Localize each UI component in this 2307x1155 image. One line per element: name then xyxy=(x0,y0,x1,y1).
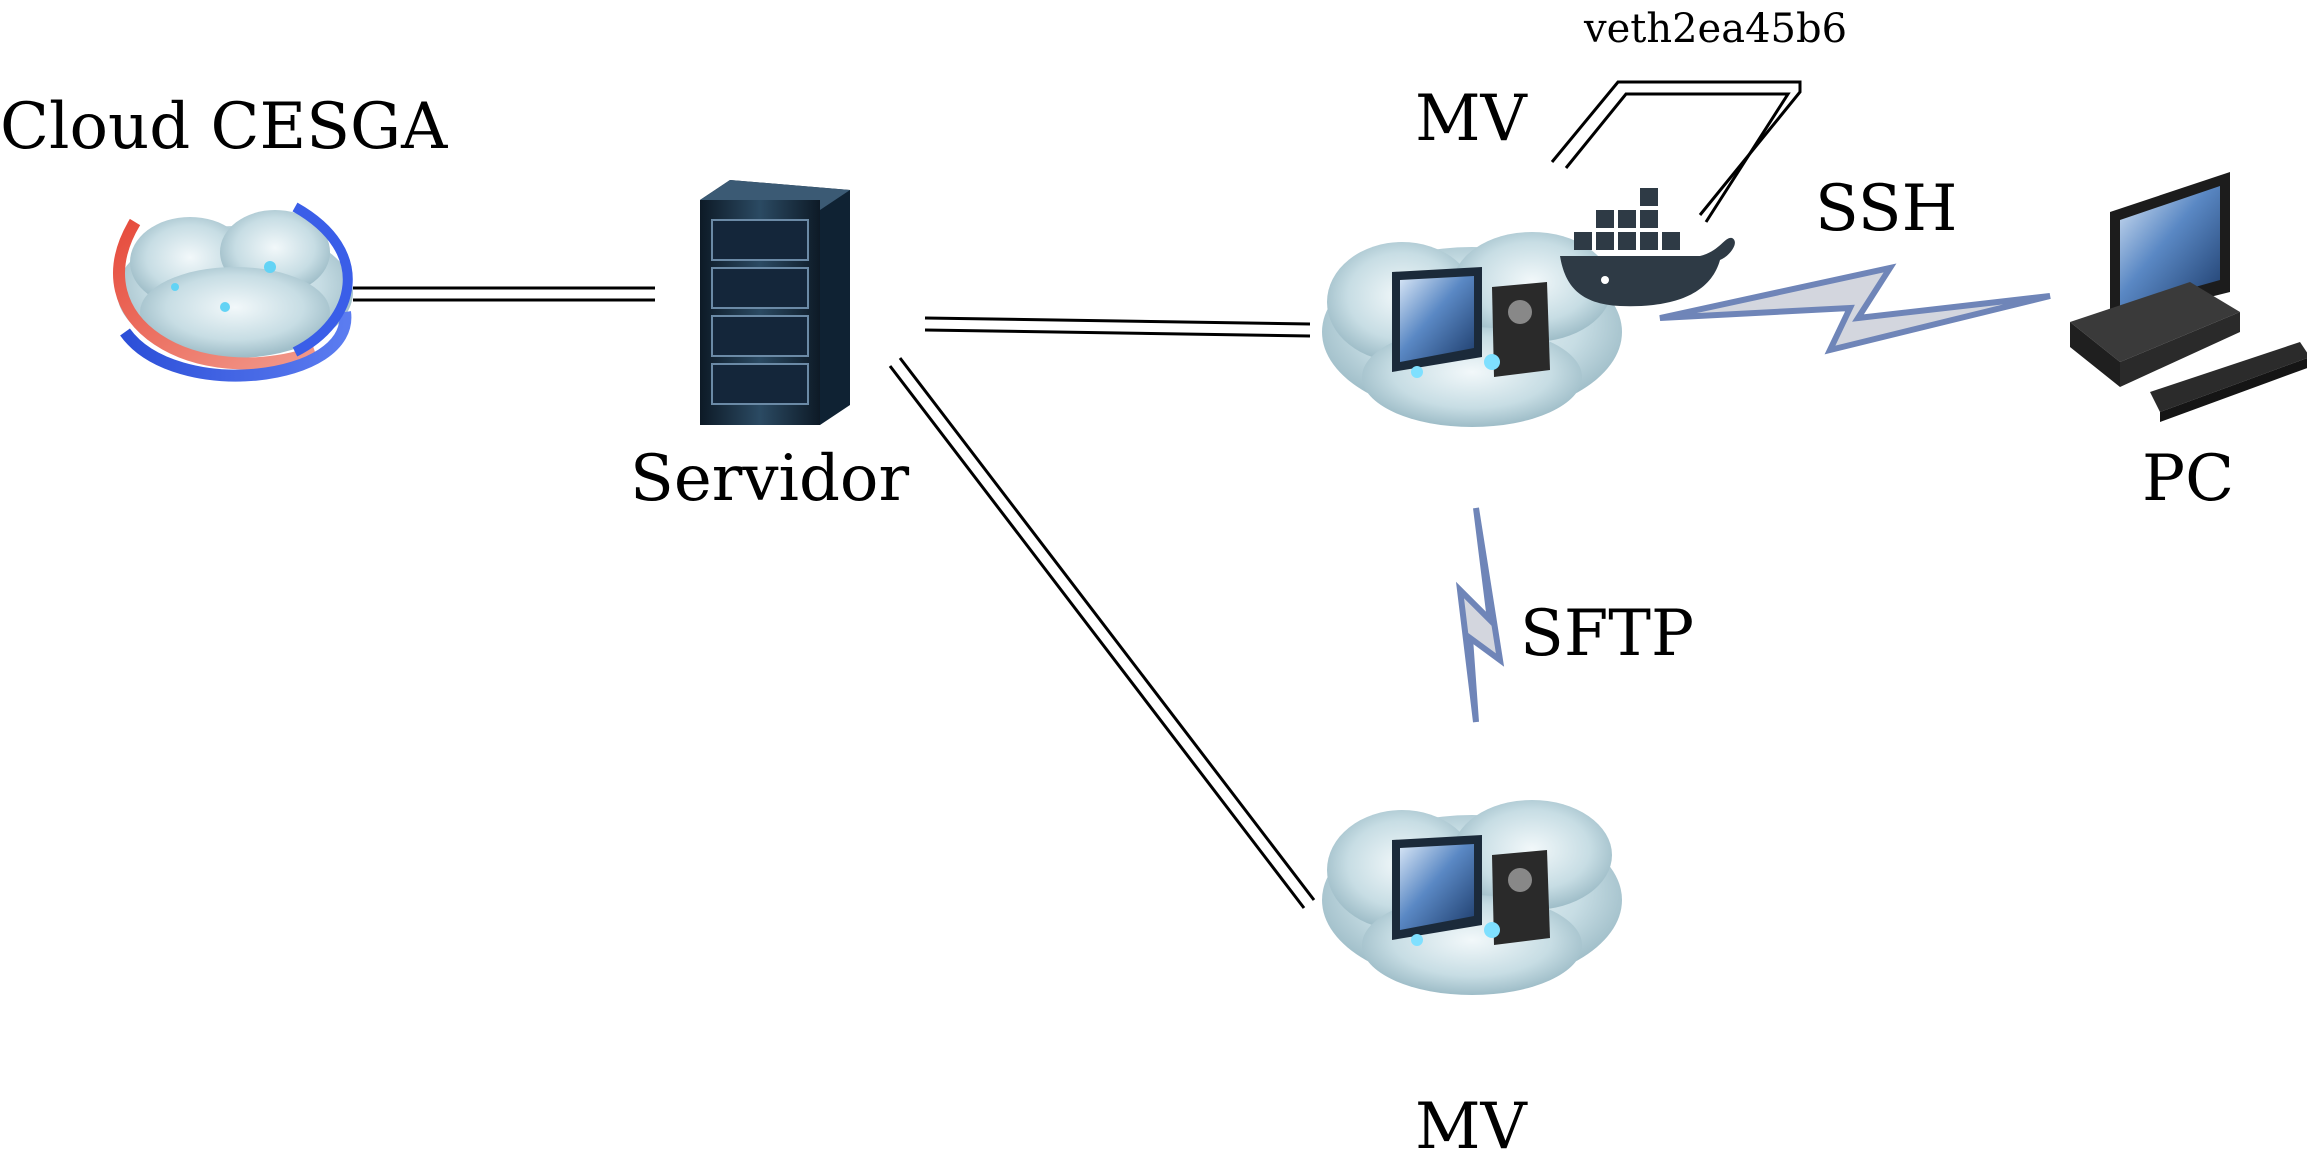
server-rack-icon xyxy=(700,180,850,425)
ssh-lightning-icon xyxy=(1659,263,2051,355)
vm-top-label: MV xyxy=(1415,82,1529,156)
ssh-label: SSH xyxy=(1815,172,1957,246)
vm-bottom-icon xyxy=(1322,800,1622,995)
docker-whale-icon xyxy=(1560,188,1735,307)
vm-bottom-label: MV xyxy=(1415,1090,1529,1155)
vm-top-icon xyxy=(1322,232,1622,427)
desktop-computer-icon xyxy=(2070,172,2307,422)
cloud-globe-icon xyxy=(113,202,353,382)
link-cloud-server xyxy=(353,286,655,302)
monitor-icon xyxy=(1392,267,1550,377)
pc-label: PC xyxy=(2142,442,2234,516)
link-server-vm-top xyxy=(924,316,1311,338)
link-server-vm-bottom xyxy=(888,357,1316,909)
server-label: Servidor xyxy=(630,442,909,516)
sftp-label: SFTP xyxy=(1520,597,1694,671)
cloud-cesga-label: Cloud CESGA xyxy=(0,90,448,164)
sftp-lightning-icon xyxy=(1455,507,1505,723)
veth-label: veth2ea45b6 xyxy=(1583,6,1847,52)
veth-link xyxy=(1550,80,1802,223)
monitor-icon xyxy=(1392,835,1550,945)
